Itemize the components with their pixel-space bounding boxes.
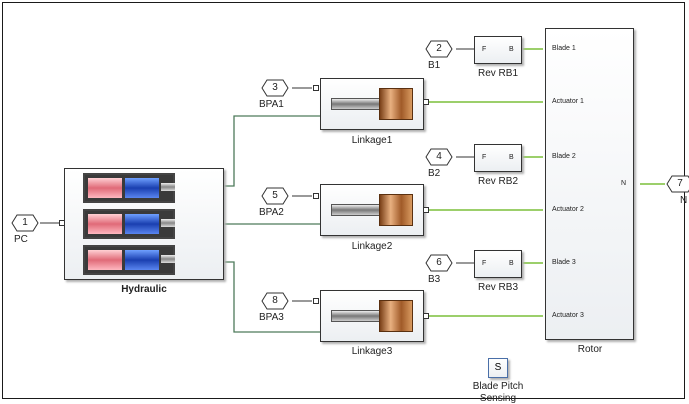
hydraulic-block[interactable] [64, 168, 224, 280]
outport-n-label: N [680, 195, 688, 206]
linkage1-block[interactable] [320, 78, 424, 130]
rev-rb3-label: Rev RB3 [477, 282, 518, 293]
rotor-port-blade2: Blade 2 [552, 153, 576, 160]
outport-7-shape [666, 175, 689, 193]
rotor-port-blade1: Blade 1 [552, 45, 576, 52]
rotor-port-actuator2: Actuator 2 [552, 206, 584, 213]
rotor-port-actuator3: Actuator 3 [552, 312, 584, 319]
rev-rb1-port-f: F [482, 46, 487, 53]
blade-pitch-sensing-label-line2: Sensing [479, 393, 517, 404]
inport-b2-label: B2 [428, 168, 441, 179]
inport-5-number[interactable]: 5 [272, 190, 278, 201]
inport-6-number[interactable]: 6 [436, 257, 442, 268]
inport-1-number[interactable]: 1 [22, 217, 28, 228]
rotor-port-actuator1: Actuator 1 [552, 98, 584, 105]
inport-pc-label: PC [14, 234, 28, 245]
hydraulic-cylinder-3 [83, 245, 175, 275]
rotor-port-n: N [621, 180, 627, 187]
rev-rb3-block[interactable]: F B [474, 250, 522, 278]
rotor-port-blade3: Blade 3 [552, 259, 576, 266]
blade-pitch-sensing-label: Blade Pitch [472, 381, 524, 392]
inport-4-shape [425, 148, 453, 166]
rotor-label: Rotor [577, 344, 603, 355]
hydraulic-cylinder-1 [83, 173, 175, 203]
inport-3-number[interactable]: 3 [272, 82, 278, 93]
rev-rb3-port-f: F [482, 260, 487, 267]
rev-rb2-port-b: B [509, 154, 514, 161]
linkage2-block[interactable] [320, 184, 424, 236]
rotor-block[interactable]: Blade 1 Actuator 1 Blade 2 Actuator 2 Bl… [545, 28, 634, 340]
linkage2-output-port[interactable] [423, 207, 429, 213]
inport-b3-label: B3 [428, 274, 441, 285]
inport-2-shape [425, 40, 453, 58]
inport-6-shape [425, 254, 453, 272]
hydraulic-label: Hydraulic [121, 284, 167, 295]
linkage1-output-port[interactable] [423, 99, 429, 105]
rev-rb2-label: Rev RB2 [477, 176, 518, 187]
hydraulic-cylinder-2 [83, 209, 175, 239]
linkage3-label: Linkage3 [351, 346, 393, 357]
inport-2-number[interactable]: 2 [436, 43, 442, 54]
linkage2-label: Linkage2 [351, 241, 393, 252]
linkage2-input-port[interactable] [313, 193, 319, 199]
rev-rb1-port-b: B [509, 46, 514, 53]
inport-5-shape [261, 187, 289, 205]
inport-1-shape [11, 214, 39, 232]
linkage1-label: Linkage1 [351, 135, 393, 146]
inport-3-shape [261, 79, 289, 97]
linkage1-input-port[interactable] [313, 85, 319, 91]
inport-b1-label: B1 [428, 60, 441, 71]
inport-bpa1-label: BPA1 [259, 99, 284, 110]
linkage3-block[interactable] [320, 290, 424, 342]
rev-rb3-port-b: B [509, 260, 514, 267]
inport-8-shape [261, 292, 289, 310]
outport-7-number[interactable]: 7 [677, 178, 683, 189]
inport-8-number[interactable]: 8 [272, 295, 278, 306]
rev-rb1-block[interactable]: F B [474, 36, 522, 64]
linkage3-output-port[interactable] [423, 313, 429, 319]
rev-rb1-label: Rev RB1 [477, 68, 518, 79]
linkage3-input-port[interactable] [313, 298, 319, 304]
inport-bpa2-label: BPA2 [259, 207, 284, 218]
inport-4-number[interactable]: 4 [436, 151, 442, 162]
wire-hydraulic-linkage1 [224, 115, 320, 187]
rev-rb2-block[interactable]: F B [474, 144, 522, 172]
inport-bpa3-label: BPA3 [259, 312, 284, 323]
wire-hydraulic-linkage3 [224, 261, 320, 333]
hydraulic-input-port[interactable] [59, 220, 65, 226]
diagram-frame [2, 2, 685, 399]
rev-rb2-port-f: F [482, 154, 487, 161]
blade-pitch-sensing-block[interactable]: S [488, 358, 508, 378]
